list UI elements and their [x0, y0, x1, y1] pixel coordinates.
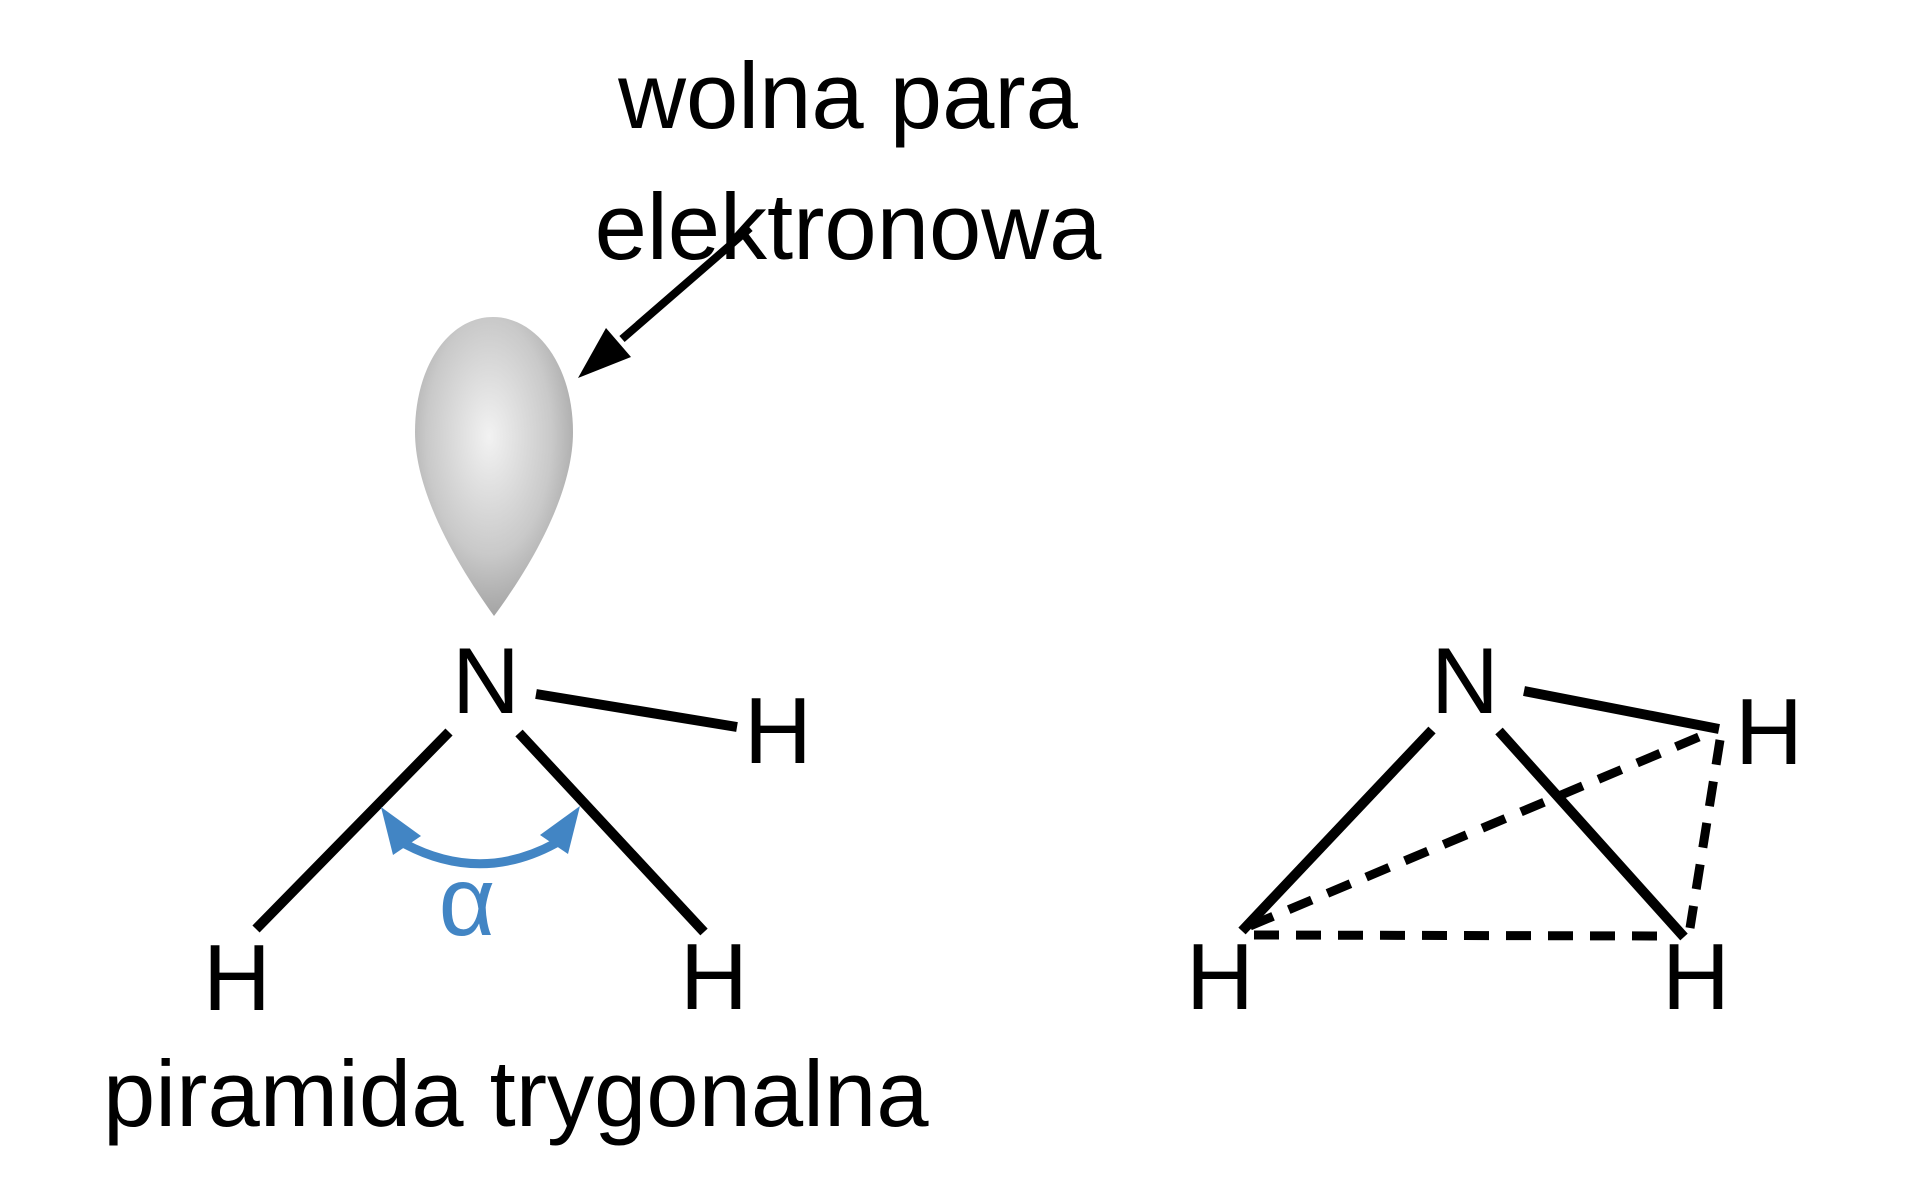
- lone-pair-label-line2: elektronowa: [594, 174, 1102, 279]
- right-bond-n-h-right: [1523, 686, 1720, 734]
- right-bond-n-h-bottom-left: [1238, 726, 1436, 935]
- left-hydrogen-right-label: H: [744, 678, 812, 783]
- right-dashed-edge-bl-to-br: [1253, 930, 1667, 941]
- right-hydrogen-bottom-left-label: H: [1186, 924, 1254, 1029]
- right-bond-n-h-bottom-right: [1495, 727, 1688, 941]
- angle-arc-arrowhead-right: [540, 806, 580, 854]
- left-hydrogen-bottom-right-label: H: [680, 924, 748, 1029]
- annotation-arrow-shaft: [619, 224, 753, 343]
- lone-pair-label: wolna para elektronowa: [595, 30, 1102, 292]
- caption-trigonal-pyramid: piramida trygonalna: [103, 1041, 929, 1146]
- annotation-arrow-head: [578, 328, 631, 378]
- angle-arc-arrowhead-left: [381, 807, 421, 855]
- right-hydrogen-right-label: H: [1735, 679, 1803, 784]
- angle-arc: [402, 839, 559, 869]
- left-bond-n-h-bottom-right: [515, 729, 708, 936]
- right-nitrogen-label: N: [1431, 628, 1499, 733]
- left-nitrogen-label: N: [452, 628, 520, 733]
- right-dashed-edge-right-to-br: [1685, 739, 1725, 929]
- right-dashed-edge-bl-to-right: [1248, 729, 1708, 931]
- angle-symbol-label: α: [438, 846, 496, 956]
- left-bond-n-h-bottom-left: [252, 728, 453, 933]
- right-hydrogen-bottom-right-label: H: [1662, 924, 1730, 1029]
- lone-pair-lobe-shape: [415, 317, 573, 616]
- left-bond-n-h-right: [535, 689, 738, 732]
- lone-pair-label-line1: wolna para: [618, 43, 1078, 148]
- left-hydrogen-bottom-left-label: H: [203, 925, 271, 1030]
